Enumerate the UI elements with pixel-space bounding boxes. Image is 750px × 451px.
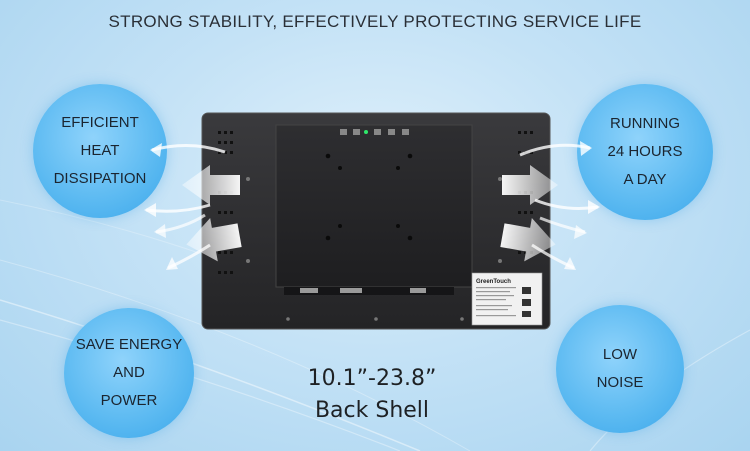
feature-energy-line1: SAVE ENERGY bbox=[75, 336, 183, 353]
feature-low-noise: LOW NOISE bbox=[556, 305, 684, 433]
back-shell-caption: Back Shell bbox=[314, 398, 430, 423]
feature-heat-line3: DISSIPATION bbox=[53, 170, 147, 187]
feature-heat-line2: HEAT bbox=[80, 142, 120, 159]
feature-heat-line1: EFFICIENT bbox=[61, 114, 139, 131]
feature-save-energy: SAVE ENERGY AND POWER bbox=[64, 308, 194, 438]
feature-energy-line3: POWER bbox=[100, 392, 158, 409]
feature-noise-line1: LOW bbox=[602, 346, 638, 363]
size-range-caption: 10.1”-23.8” bbox=[307, 366, 437, 391]
feature-heat-dissipation: EFFICIENT HEAT DISSIPATION bbox=[33, 84, 167, 218]
arrow-right-upper bbox=[502, 165, 558, 205]
feature-energy-line2: AND bbox=[113, 364, 145, 381]
feature-running-24h: RUNNING 24 HOURS A DAY bbox=[577, 84, 713, 220]
brand-label: GreenTouch bbox=[476, 279, 511, 285]
monitor-back-shell: GreenTouch bbox=[201, 112, 551, 330]
feature-noise-line2: NOISE bbox=[596, 374, 644, 391]
feature-running-line2: 24 HOURS bbox=[607, 143, 683, 160]
feature-running-line1: RUNNING bbox=[610, 115, 680, 132]
headline: STRONG STABILITY, EFFECTIVELY PROTECTING… bbox=[108, 12, 642, 31]
arrow-left-upper bbox=[182, 165, 240, 205]
feature-running-line3: A DAY bbox=[623, 171, 667, 188]
